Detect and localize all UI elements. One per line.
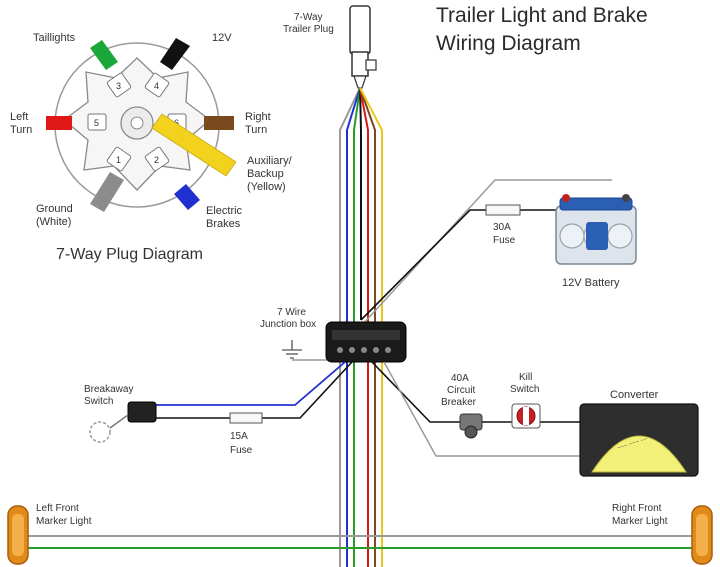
label-left-marker-2: Marker Light bbox=[36, 516, 92, 527]
label-battery: 12V Battery bbox=[562, 277, 620, 289]
pin-num-4: 4 bbox=[154, 81, 159, 91]
label-kill-switch-1: Kill bbox=[519, 372, 532, 383]
pin-slot-2: 2 bbox=[144, 146, 170, 172]
fuse-30a bbox=[485, 204, 521, 216]
wire-converter-gray bbox=[383, 361, 580, 457]
label-fuse-30a-2: Fuse bbox=[493, 235, 516, 246]
left-marker-light bbox=[7, 505, 29, 565]
title-line1: Trailer Light and Brake bbox=[436, 4, 648, 27]
label-ground-2: (White) bbox=[36, 216, 71, 228]
pin-slot-5: 5 bbox=[87, 113, 107, 131]
label-left-turn-1: Left bbox=[10, 111, 28, 123]
harness-red bbox=[359, 87, 369, 567]
label-breaker-1: 40A bbox=[451, 373, 469, 384]
pin-slot-3: 3 bbox=[106, 72, 132, 98]
plug-diagram: 3 4 5 6 1 2 Taillights 12 bbox=[10, 32, 293, 263]
trailer-plug bbox=[349, 5, 377, 89]
label-converter: Converter bbox=[610, 389, 659, 401]
label-ground-1: Ground bbox=[36, 203, 73, 215]
harness-blue bbox=[346, 87, 361, 567]
harness-white bbox=[339, 87, 361, 567]
label-fuse-15a-1: 15A bbox=[230, 431, 248, 442]
wire-battery-positive bbox=[360, 209, 560, 321]
pin-slot-1: 1 bbox=[106, 146, 132, 172]
label-taillights: Taillights bbox=[33, 32, 76, 44]
wire-battery-ground-gray bbox=[292, 179, 612, 361]
pin-num-5: 5 bbox=[94, 118, 99, 128]
label-brakes-2: Brakes bbox=[206, 218, 241, 230]
label-left-marker-1: Left Front bbox=[36, 503, 79, 514]
breakaway-switch bbox=[89, 401, 157, 443]
label-right-turn-1: Right bbox=[245, 111, 271, 123]
label-junction-box-1: 7 Wire bbox=[277, 307, 306, 318]
label-left-turn-2: Turn bbox=[10, 124, 32, 136]
label-auxiliary-3: (Yellow) bbox=[247, 181, 286, 193]
wire-converter-black bbox=[371, 361, 580, 423]
wire-12v-black bbox=[160, 38, 190, 70]
plug-diagram-caption: 7-Way Plug Diagram bbox=[56, 246, 203, 263]
label-trailer-plug-2: Trailer Plug bbox=[283, 24, 334, 35]
kill-switch bbox=[511, 403, 541, 429]
label-breaker-2: Circuit bbox=[447, 385, 476, 396]
wire-ground-white bbox=[90, 172, 124, 212]
wire-brakes-blue bbox=[174, 184, 200, 210]
label-kill-switch-2: Switch bbox=[510, 384, 539, 395]
label-auxiliary-1: Auxiliary/ bbox=[247, 155, 293, 167]
label-trailer-plug-1: 7-Way bbox=[294, 12, 323, 23]
right-marker-light bbox=[691, 505, 713, 565]
wire-breakaway-blue bbox=[155, 361, 346, 406]
label-right-turn-2: Turn bbox=[245, 124, 267, 136]
wire-taillights-green bbox=[90, 40, 118, 70]
harness-wires bbox=[339, 87, 383, 567]
pin-num-3: 3 bbox=[116, 81, 121, 91]
wire-right-turn-brown bbox=[204, 116, 234, 130]
wire-auxiliary-yellow bbox=[151, 113, 237, 177]
pin-num-2: 2 bbox=[154, 155, 159, 165]
wire-breakaway-black bbox=[155, 361, 353, 419]
harness-brown bbox=[359, 87, 376, 567]
converter: ~~~ ~~~ ~~ bbox=[579, 403, 699, 477]
ground-symbol bbox=[282, 340, 302, 359]
label-auxiliary-2: Backup bbox=[247, 168, 284, 180]
pin-num-1: 1 bbox=[116, 155, 121, 165]
battery bbox=[555, 194, 637, 265]
label-right-marker-2: Marker Light bbox=[612, 516, 668, 527]
fuse-15a bbox=[229, 412, 263, 424]
wire-left-turn-red bbox=[46, 116, 72, 130]
junction-box bbox=[325, 321, 407, 363]
plug-center-pin bbox=[130, 116, 144, 130]
label-12v: 12V bbox=[212, 32, 232, 44]
label-junction-box-2: Junction box bbox=[260, 319, 316, 330]
label-breaker-3: Breaker bbox=[441, 397, 477, 408]
title-line2: Wiring Diagram bbox=[436, 32, 581, 55]
harness-green bbox=[353, 87, 361, 567]
label-fuse-30a-1: 30A bbox=[493, 222, 511, 233]
circuit-breaker bbox=[459, 413, 483, 439]
harness-yellow bbox=[359, 87, 383, 567]
label-brakes-1: Electric bbox=[206, 205, 243, 217]
label-fuse-15a-2: Fuse bbox=[230, 445, 253, 456]
harness-black bbox=[359, 87, 362, 320]
label-breakaway-1: Breakaway bbox=[84, 384, 133, 395]
label-breakaway-2: Switch bbox=[84, 396, 113, 407]
label-right-marker-1: Right Front bbox=[612, 503, 662, 514]
pin-slot-4: 4 bbox=[144, 72, 170, 98]
